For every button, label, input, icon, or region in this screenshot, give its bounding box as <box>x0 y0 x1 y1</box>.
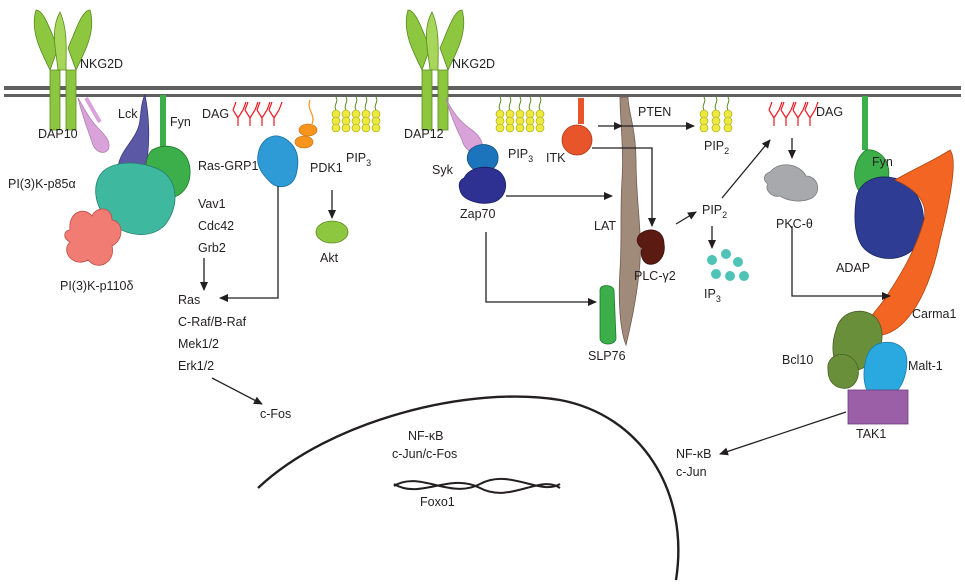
label-syk: Syk <box>432 163 454 177</box>
zap70 <box>458 166 507 204</box>
plasma-membrane <box>4 86 961 97</box>
label-itk: ITK <box>546 151 566 165</box>
plc-gamma2 <box>636 229 665 265</box>
label-dag-right: DAG <box>816 105 843 119</box>
carma1 <box>868 149 954 336</box>
nkg2d-receptor-left <box>33 9 93 131</box>
label-pdk1: PDK1 <box>310 161 343 175</box>
label-fyn-left: Fyn <box>170 115 191 129</box>
label-bcl10: Bcl10 <box>782 353 813 367</box>
slp76 <box>599 285 617 345</box>
label-nfkb-cyto: NF-κB <box>676 447 711 461</box>
nkg2d-receptor-right <box>405 9 465 131</box>
label-akt: Akt <box>320 251 339 265</box>
lat <box>618 96 641 347</box>
ip3-cluster <box>707 249 749 281</box>
dap10 <box>77 96 110 153</box>
label-lat: LAT <box>594 219 616 233</box>
label-cdc42: Cdc42 <box>198 219 234 233</box>
label-pip2-top: PIP2 <box>704 139 729 156</box>
label-adap: ADAP <box>836 261 870 275</box>
label-foxo1: Foxo1 <box>420 495 455 509</box>
label-lck: Lck <box>118 107 138 121</box>
label-vav1: Vav1 <box>198 197 226 211</box>
tak1 <box>847 389 909 425</box>
label-tak1: TAK1 <box>856 427 886 441</box>
dap12 <box>445 97 483 154</box>
label-pip3-right: PIP3 <box>508 147 533 164</box>
ras-grp1 <box>257 135 299 188</box>
foxo1-dna <box>393 478 561 494</box>
nuclear-envelope <box>257 395 680 581</box>
label-nkg2d-left: NKG2D <box>80 57 123 71</box>
label-dag-left: DAG <box>202 107 229 121</box>
label-plc-gamma2: PLC-γ2 <box>634 269 676 283</box>
pip3-right-cluster <box>495 96 545 133</box>
label-grb2: Grb2 <box>198 241 226 255</box>
label-pip3-left: PIP3 <box>346 151 371 168</box>
itk <box>561 98 593 156</box>
label-ras-grp1: Ras-GRP1 <box>198 159 258 173</box>
label-pi3k-p85: PI(3)K-p85α <box>8 177 76 191</box>
label-pi3k-p110: PI(3)K-p110δ <box>60 279 133 293</box>
label-dap10: DAP10 <box>38 127 78 141</box>
akt <box>315 220 349 244</box>
pkc-theta <box>764 164 819 202</box>
dag-left-cluster <box>232 101 283 127</box>
label-ip3: IP3 <box>704 287 721 304</box>
label-mek: Mek1/2 <box>178 337 219 351</box>
label-cjun: c-Jun <box>676 465 707 479</box>
label-carma1: Carma1 <box>912 307 957 321</box>
label-pten: PTEN <box>638 105 671 119</box>
malt-1 <box>863 341 908 398</box>
pi3k-p110 <box>64 208 122 266</box>
label-nkg2d-right: NKG2D <box>452 57 495 71</box>
label-malt-1: Malt-1 <box>908 359 943 373</box>
label-cfos-cyto: c-Fos <box>260 407 291 421</box>
label-nfkb-nucleus: NF-κB <box>408 429 443 443</box>
label-pip2-mid: PIP2 <box>702 203 727 220</box>
label-slp76: SLP76 <box>588 349 626 363</box>
pip3-left-cluster <box>331 96 381 133</box>
label-craf-braf: C-Raf/B-Raf <box>178 315 247 329</box>
label-dap12: DAP12 <box>404 127 444 141</box>
label-pkc-theta: PKC-θ <box>776 217 813 231</box>
label-erk: Erk1/2 <box>178 359 214 373</box>
arrows <box>200 122 891 456</box>
dag-right-cluster <box>768 101 819 127</box>
pip2-top-cluster <box>699 96 733 133</box>
labels: NKG2D DAP10 Lck Fyn PI(3)K-p85α PI(3)K-p… <box>8 57 957 509</box>
label-zap70: Zap70 <box>460 207 495 221</box>
label-ras: Ras <box>178 293 200 307</box>
label-cjun-cfos: c-Jun/c-Fos <box>392 447 457 461</box>
label-fyn-right: Fyn <box>872 155 893 169</box>
pdk1 <box>294 99 318 149</box>
